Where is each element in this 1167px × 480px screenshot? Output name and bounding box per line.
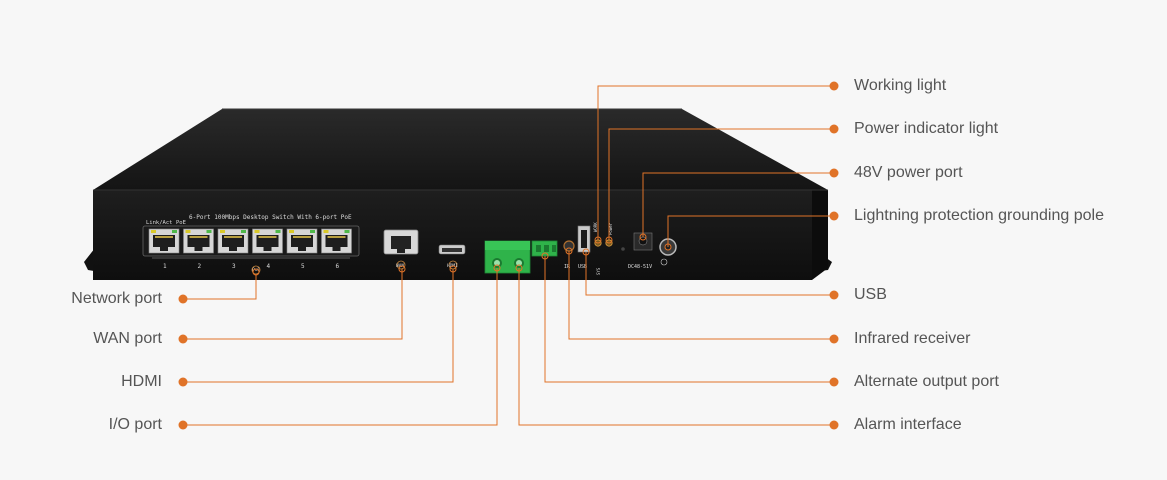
leader-line-alternate-output-port [544, 256, 834, 383]
leader-line-power-indicator-light [608, 128, 834, 240]
callout-dot-io-port [178, 420, 188, 430]
callout-dot-network-port [178, 294, 188, 304]
leader-line-wan-port [183, 269, 403, 340]
rj45-port-2 [183, 228, 214, 254]
sys-tag: SYS [596, 267, 601, 275]
leader-line-working-light [597, 85, 834, 240]
leader-line-hdmi [183, 269, 454, 383]
usb-tag: USB [578, 264, 587, 270]
rj45-port-6 [321, 228, 352, 254]
anchor-ring-lightning-protection-grounding-pole [664, 243, 672, 251]
anchor-ring-48v-power-port [639, 233, 647, 241]
callout-dot-wan-port [178, 334, 188, 344]
power-tag: Power [608, 222, 613, 235]
label-power-indicator-light: Power indicator light [854, 120, 999, 137]
label-working-light: Working light [854, 77, 947, 94]
work-tag: WORK [593, 222, 598, 232]
network-ports [148, 228, 352, 254]
alternate-output-terminal [531, 240, 558, 257]
port-number-6: 6 [336, 263, 340, 270]
port-number-5: 5 [301, 263, 305, 270]
anchor-ring-working-light [594, 236, 602, 244]
label-wan-port: WAN port [93, 330, 162, 347]
anchor-ring-usb [582, 248, 590, 256]
label-lightning-protection-grounding-pole: Lightning protection grounding pole [854, 207, 1104, 224]
leader-line-infrared-receiver [568, 251, 834, 340]
ir-tag: IR [564, 264, 571, 270]
callout-dot-alternate-output-port [829, 377, 839, 387]
port-number-1: 1 [163, 263, 167, 270]
callout-dot-usb [829, 290, 839, 300]
callout-dot-48v-power-port [829, 168, 839, 178]
leader-line-alarm-interface [518, 268, 834, 426]
panel-title: 6-Port 100Mbps Desktop Switch With 6-por… [189, 214, 352, 221]
anchor-ring-network-port [252, 268, 260, 276]
leader-line-io-port [183, 268, 498, 426]
dc-tag: DC48-51V [628, 264, 652, 270]
leader-line-usb [585, 252, 834, 296]
label-usb: USB [854, 286, 887, 303]
poe-led-label: PoE [176, 220, 186, 226]
poe-tag: PoE [252, 267, 260, 273]
device-right-side [812, 190, 828, 280]
label-alarm-interface: Alarm interface [854, 416, 962, 433]
io-terminal-block [484, 240, 531, 274]
anchor-ring-wan-port [398, 265, 406, 273]
callout-dot-lightning-protection-grounding-pole [829, 211, 839, 221]
rj45-port-1 [148, 228, 180, 254]
label-alternate-output-port: Alternate output port [854, 373, 999, 390]
label-infrared-receiver: Infrared receiver [854, 330, 971, 347]
port-number-4: 4 [267, 263, 271, 270]
label-io-port: I/O port [108, 416, 162, 433]
leader-line-network-port [183, 274, 257, 300]
callout-dot-hdmi [178, 377, 188, 387]
port-number-labels: 1 2 3 4 5 6 [163, 263, 340, 270]
rj45-port-3 [217, 228, 249, 254]
callout-dot-working-light [829, 81, 839, 91]
callout-dot-infrared-receiver [829, 334, 839, 344]
anchor-ring-alternate-output-port [541, 252, 549, 260]
leader-line-lightning-protection-grounding-pole [667, 215, 834, 247]
port-number-3: 3 [232, 263, 236, 270]
anchor-ring-infrared-receiver [565, 247, 573, 255]
rj45-port-4 [252, 228, 283, 254]
linkact-label: Link/Act [146, 220, 173, 226]
port-number-2: 2 [198, 263, 202, 270]
anchor-ring-io-port [493, 264, 501, 272]
anchor-ring-alarm-interface [515, 264, 523, 272]
callout-dot-alarm-interface [829, 420, 839, 430]
rj45-port-5 [286, 228, 318, 254]
label-48v-power-port: 48V power port [854, 164, 963, 181]
label-hdmi: HDMI [121, 373, 162, 390]
anchor-ring-power-indicator-light [605, 236, 613, 244]
callout-dot-power-indicator-light [829, 124, 839, 134]
leader-line-48v-power-port [642, 172, 834, 237]
label-network-port: Network port [71, 290, 162, 307]
anchor-ring-hdmi [449, 265, 457, 273]
